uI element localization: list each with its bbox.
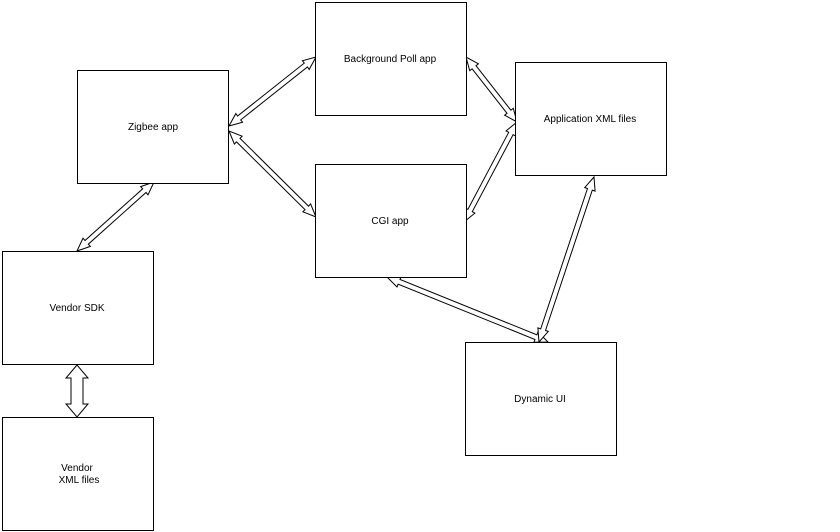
node-label: Dynamic UI: [514, 394, 566, 405]
node-label-line-2: XML files: [59, 475, 100, 486]
node-box: [2, 417, 154, 531]
node-label: Application XML files: [544, 114, 636, 125]
connector-background-poll-app-to-application-xml-files: [465, 55, 518, 124]
node-zigbee-app: Zigbee app: [77, 70, 229, 184]
connector-application-xml-files-to-dynamic-ui: [537, 175, 596, 344]
node-label: CGI app: [371, 216, 409, 227]
node-label: Vendor SDK: [49, 303, 104, 314]
connector-vendor-sdk-to-vendor-xml-files: [64, 364, 90, 418]
node-vendor-xml-files: Vendor XML files: [2, 417, 154, 531]
node-box: [315, 2, 467, 116]
node-cgi-app: CGI app: [315, 164, 467, 278]
node-label: Background Poll app: [344, 54, 437, 65]
node-label-line-1: Vendor: [61, 463, 93, 474]
connector-zigbee-app-to-cgi-app: [228, 130, 317, 218]
connector-zigbee-app-to-vendor-sdk: [76, 181, 155, 252]
node-application-xml-files: Application XML files: [515, 62, 667, 176]
connector-cgi-app-to-application-xml-files: [463, 120, 518, 224]
connector-zigbee-app-to-background-poll-app: [227, 56, 318, 127]
node-vendor-sdk: Vendor SDK: [2, 251, 154, 365]
node-box: [515, 62, 667, 176]
connector-layer: [64, 55, 596, 418]
node-box: [77, 70, 229, 184]
node-label: Zigbee app: [128, 122, 178, 133]
node-box: [315, 164, 467, 278]
connector-cgi-app-to-dynamic-ui: [385, 276, 550, 343]
node-background-poll-app: Background Poll app: [315, 2, 467, 116]
node-box: [465, 342, 617, 456]
node-dynamic-ui: Dynamic UI: [465, 342, 617, 456]
node-box: [2, 251, 154, 365]
